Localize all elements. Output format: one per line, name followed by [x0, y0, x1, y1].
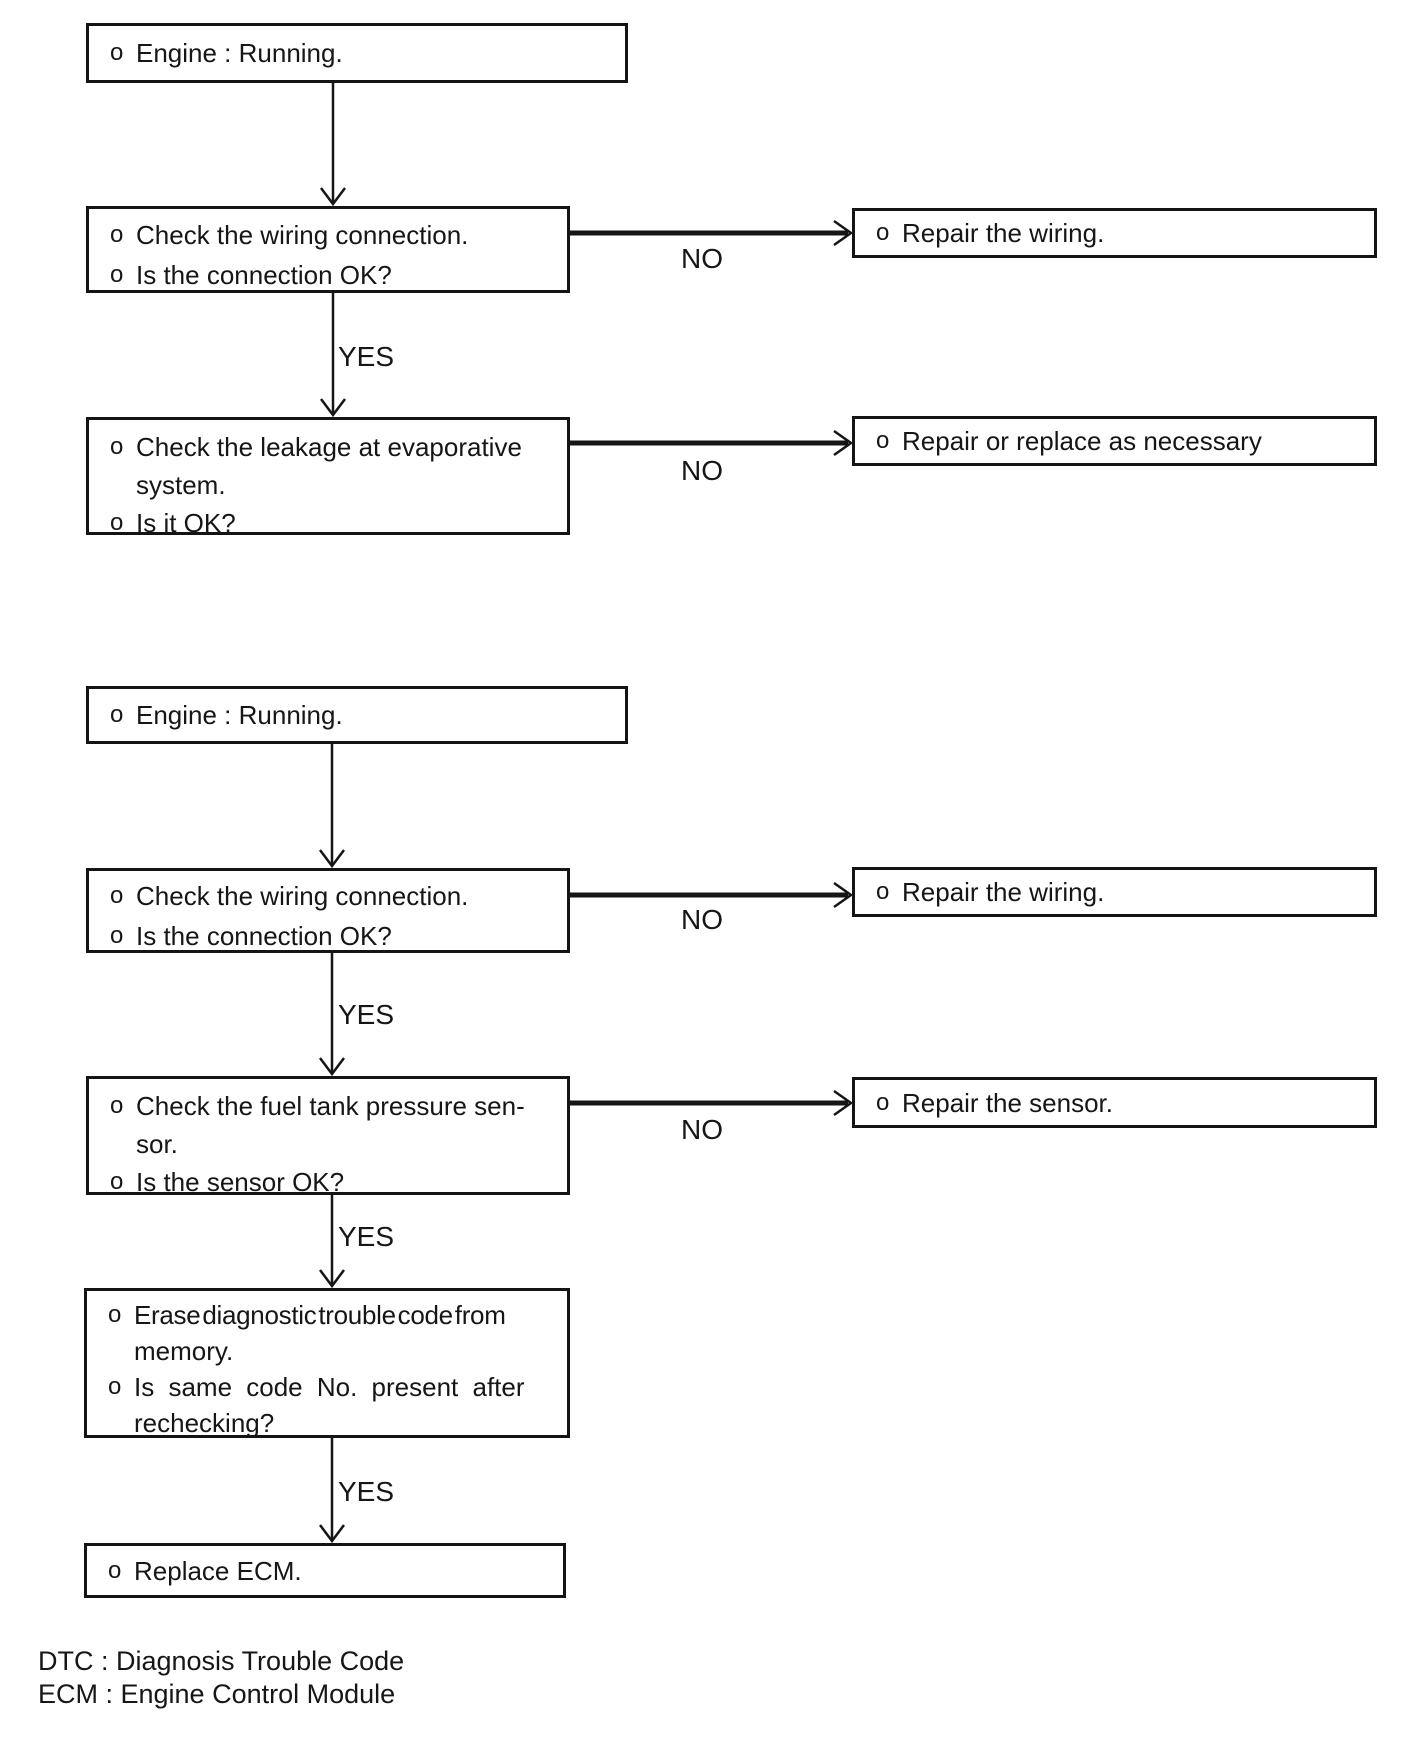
flow1-arrow-start-to-check-wiring — [320, 83, 346, 207]
flow1-arrow-yes-to-check-leakage — [320, 293, 346, 418]
box-text: rechecking? — [134, 1408, 275, 1438]
bullet-marker: o — [110, 221, 124, 248]
box-text: sor. — [136, 1129, 178, 1159]
flow2-arrow-yes-to-check-sensor — [319, 953, 345, 1077]
bullet-marker: o — [876, 878, 890, 905]
box-text: Check the wiring connection. — [136, 220, 469, 250]
flow2-arrow-start-to-check-wiring — [319, 744, 345, 869]
box-text: Erase diagnostic trouble code from — [134, 1300, 506, 1330]
flow2-arrow-no-to-repair-wiring — [570, 881, 854, 909]
flow1-check-wiring-box: o Check the wiring connection. o Is the … — [86, 206, 570, 293]
bullet-marker: o — [110, 509, 124, 536]
flow1-repair-or-replace-box: o Repair or replace as necessary — [852, 416, 1377, 466]
box-text: Is it OK? — [136, 508, 236, 538]
bullet-marker: o — [110, 701, 124, 728]
box-text: Is same code No. present after — [134, 1372, 525, 1402]
box-text: Engine : Running. — [136, 700, 343, 730]
flow2-engine-running-box: o Engine : Running. — [86, 686, 628, 744]
box-text: Is the connection OK? — [136, 260, 392, 290]
box-text: Replace ECM. — [134, 1555, 302, 1586]
box-text: memory. — [134, 1336, 234, 1366]
flow1-repair-wiring-box: o Repair the wiring. — [852, 208, 1377, 258]
flow2-check-fuel-tank-pressure-sensor-box: o Check the fuel tank pressure sen- sor.… — [86, 1076, 570, 1197]
box-text: Engine : Running. — [136, 38, 343, 68]
bullet-marker: o — [876, 1088, 890, 1116]
bullet-marker: o — [110, 261, 124, 288]
bullet-marker: o — [110, 433, 124, 460]
box-text: Repair the wiring. — [902, 218, 1105, 248]
bullet-marker: o — [108, 1556, 122, 1584]
bullet-marker: o — [110, 1092, 124, 1119]
box-text: Check the fuel tank pressure sen- — [136, 1091, 525, 1121]
flow1-yes-label-1: YES — [338, 341, 395, 372]
box-text: Is the sensor OK? — [136, 1167, 345, 1197]
flow2-arrow-no-to-repair-sensor — [570, 1089, 854, 1117]
flow2-erase-dtc-box: o Erase diagnostic trouble code from mem… — [84, 1288, 570, 1438]
flow1-no-label-2: NO — [681, 455, 723, 486]
flow2-check-wiring-box: o Check the wiring connection. o Is the … — [86, 868, 570, 953]
flow1-engine-running-box: o Engine : Running. — [86, 23, 628, 83]
bullet-marker: o — [108, 1301, 122, 1328]
bullet-marker: o — [110, 882, 124, 909]
footnote-ecm: ECM : Engine Control Module — [38, 1679, 396, 1709]
bullet-marker: o — [110, 39, 124, 66]
bullet-marker: o — [876, 219, 890, 246]
footnote-dtc: DTC : Diagnosis Trouble Code — [38, 1646, 405, 1676]
flow1-check-leakage-box: o Check the leakage at evaporative syste… — [86, 417, 570, 538]
flow2-repair-wiring-box: o Repair the wiring. — [852, 867, 1377, 917]
box-text: Repair the wiring. — [902, 877, 1105, 907]
flow2-repair-sensor-box: o Repair the sensor. — [852, 1077, 1377, 1128]
box-text: Check the wiring connection. — [136, 881, 469, 911]
box-text: Repair the sensor. — [902, 1087, 1114, 1118]
box-text: system. — [136, 470, 226, 500]
flow2-no-label-2: NO — [681, 1114, 723, 1145]
flow2-replace-ecm-box: o Replace ECM. — [84, 1543, 566, 1598]
bullet-marker: o — [108, 1373, 122, 1400]
flow1-arrow-no-to-repair-wiring — [570, 219, 854, 247]
flow2-yes-label-3: YES — [338, 1476, 395, 1507]
flow2-arrow-yes-to-replace-ecm — [319, 1438, 345, 1544]
box-text: Repair or replace as necessary — [902, 426, 1262, 456]
box-text: Check the leakage at evaporative — [136, 432, 522, 462]
bullet-marker: o — [110, 1168, 124, 1195]
box-text: Is the connection OK? — [136, 921, 392, 951]
bullet-marker: o — [110, 922, 124, 949]
flow2-yes-label-2: YES — [338, 1221, 395, 1252]
flow1-arrow-no-to-repair-or-replace — [570, 429, 854, 457]
flow2-yes-label-1: YES — [338, 999, 395, 1030]
flow2-arrow-yes-to-erase-dtc — [319, 1195, 345, 1289]
flow2-no-label-1: NO — [681, 904, 723, 935]
flow1-no-label-1: NO — [681, 243, 723, 274]
bullet-marker: o — [876, 427, 890, 454]
